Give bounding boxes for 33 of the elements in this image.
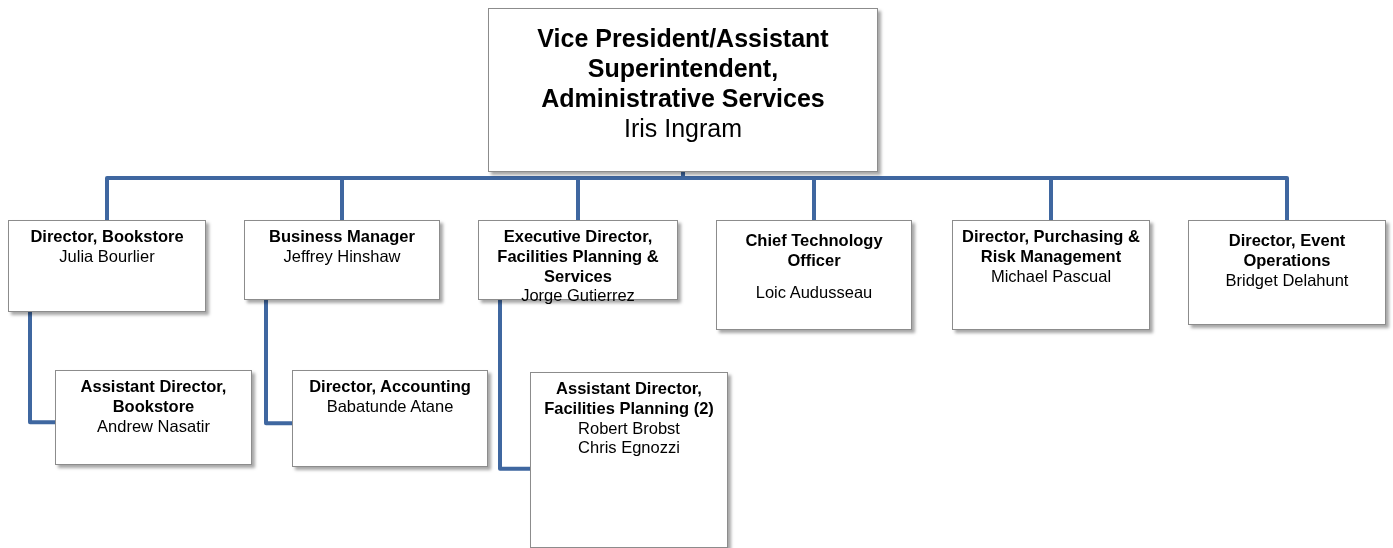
job-title: Vice President/Assistant Superintendent, Administrative Services <box>536 23 830 113</box>
job-title: Business Manager <box>269 227 415 247</box>
job-title: Director, Bookstore <box>30 227 184 247</box>
person-name: Robert Brobst <box>578 418 680 439</box>
connector-line <box>28 312 55 425</box>
person-name: Bridget Delahunt <box>1225 270 1349 291</box>
connector-line <box>498 300 530 471</box>
org-box <box>55 370 252 465</box>
job-title: Assistant Director, Bookstore <box>79 377 228 417</box>
org-box <box>8 220 206 312</box>
org-box <box>244 220 440 300</box>
job-title: Director, Purchasing & Risk Management <box>961 227 1141 267</box>
job-title: Chief Technology Officer <box>744 231 884 271</box>
person-name: Julia Bourlier <box>59 246 155 267</box>
job-title: Executive Director, Facilities Planning & Services <box>496 227 660 287</box>
job-title: Director, Accounting <box>309 377 471 397</box>
org-box <box>1188 220 1386 325</box>
org-box <box>952 220 1150 330</box>
org-box <box>488 8 878 172</box>
person-name: Jorge Gutierrez <box>521 286 635 307</box>
org-box <box>716 220 912 330</box>
person-name: Michael Pascual <box>990 266 1112 287</box>
person-name: Babatunde Atane <box>326 396 454 417</box>
connector-line <box>264 300 292 426</box>
person-name: Andrew Nasatir <box>97 416 210 437</box>
org-box <box>292 370 488 467</box>
org-box <box>530 372 728 548</box>
job-title: Director, Event Operations <box>1227 231 1347 271</box>
person-name: Chris Egnozzi <box>578 438 680 459</box>
person-name: Iris Ingram <box>623 113 743 143</box>
job-title: Assistant Director, Facilities Planning (2) <box>543 379 715 419</box>
person-name: Loic Audusseau <box>755 282 873 303</box>
person-name: Jeffrey Hinshaw <box>283 246 401 267</box>
